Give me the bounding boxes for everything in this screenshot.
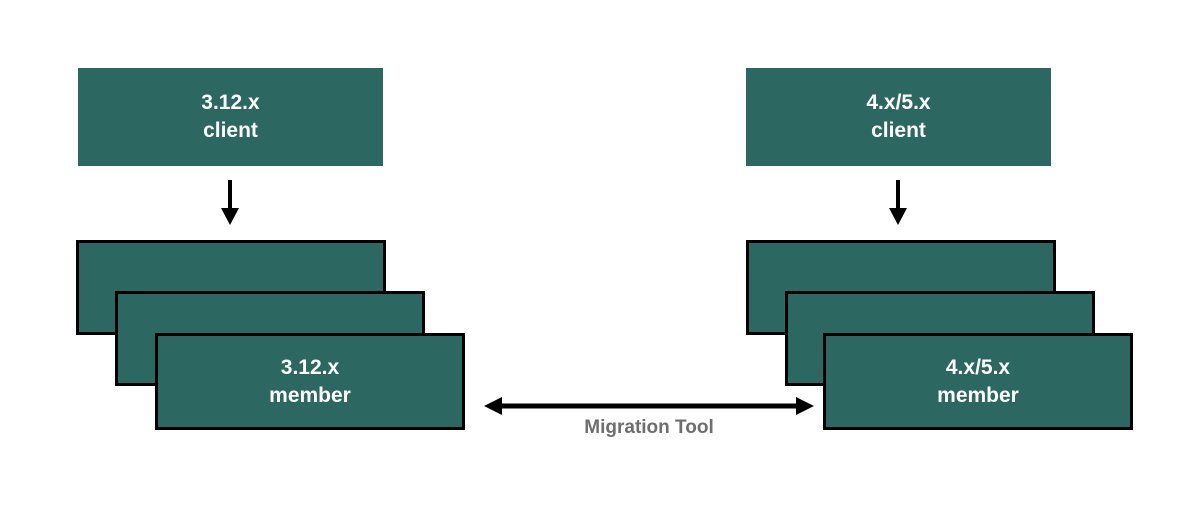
left-member-front-line2: member <box>269 383 351 407</box>
right-member-front-line2: member <box>937 383 1019 407</box>
left-member-box-front[interactable]: 3.12.x member <box>155 333 465 430</box>
right-member-front-line1: 4.x/5.x <box>945 355 1011 379</box>
left-down-arrow-icon <box>221 180 239 225</box>
right-client-line1: 4.x/5.x <box>866 91 931 114</box>
right-member-box-front[interactable]: 4.x/5.x member <box>823 333 1133 430</box>
migration-tool-label: Migration Tool <box>584 417 714 438</box>
right-client-line2: client <box>871 119 926 142</box>
right-client-box[interactable]: 4.x/5.x client <box>746 68 1051 166</box>
left-client-box[interactable]: 3.12.x client <box>78 68 383 166</box>
left-client-line2: client <box>203 119 258 142</box>
left-member-front-line1: 3.12.x <box>280 355 340 379</box>
left-client-line1: 3.12.x <box>201 91 260 114</box>
right-down-arrow-icon <box>889 180 907 225</box>
migration-double-arrow-icon <box>484 397 814 415</box>
